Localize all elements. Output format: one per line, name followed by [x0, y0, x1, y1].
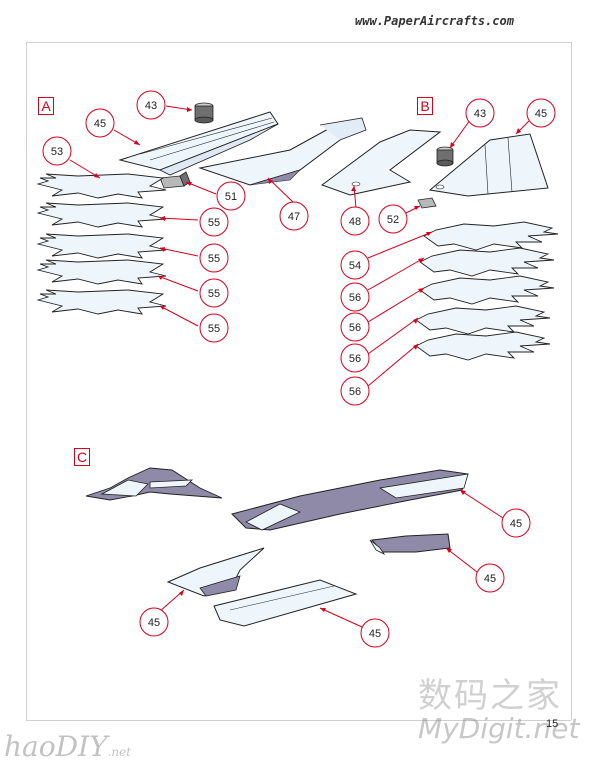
section-label-b: B: [417, 97, 433, 115]
feather-56-2: [419, 275, 555, 305]
callout-55-2: 55: [208, 253, 220, 265]
leader-lines-b: [367, 119, 531, 387]
callout-45-b: 45: [535, 108, 547, 120]
callout-56-1: 56: [349, 292, 361, 304]
callout-circles-c: [139, 508, 531, 648]
callout-55-3: 55: [208, 288, 220, 300]
leader-arrows-c: [179, 490, 466, 612]
leader-arrows-b: [413, 128, 521, 350]
feather-56-4: [415, 331, 551, 361]
watermark-haodiy-suffix: .net: [107, 745, 132, 759]
watermark-chinese: 数码之家: [418, 676, 562, 716]
part-45-flat-plate-c: [213, 579, 358, 627]
callout-54: 54: [349, 260, 361, 272]
part-45-wing-a: [118, 111, 279, 176]
section-label-c: C: [74, 448, 90, 466]
callout-45-a: 45: [94, 118, 106, 130]
part-45-wing-c: [166, 547, 265, 597]
part-43-cylinder-a: [194, 102, 214, 124]
part-43-cylinder-b: [436, 146, 454, 167]
part-51-tab-a: [159, 171, 191, 189]
feather-55-1: [37, 202, 167, 228]
page-frame-left: [26, 42, 27, 720]
callout-circles-a: [42, 90, 370, 343]
callout-56-2: 56: [349, 322, 361, 334]
part-45-long-body-c: [231, 469, 469, 531]
feather-55-2: [37, 233, 167, 259]
feather-56-3: [415, 305, 551, 335]
part-45-small-piece-c: [369, 533, 451, 556]
page-frame-right: [571, 42, 572, 720]
callout-56-3: 56: [349, 353, 361, 365]
callout-55-4: 55: [208, 323, 220, 335]
watermark-haodiy: haoDIY.net: [4, 730, 131, 763]
callout-55-1: 55: [208, 217, 220, 229]
page-frame-bottom: [26, 720, 571, 721]
callout-45-c-2: 45: [484, 573, 496, 585]
part-45-tail-b: [428, 133, 549, 197]
part-48-wing-a: [320, 129, 442, 196]
callout-51: 51: [225, 191, 237, 203]
part-52-tab-b: [417, 197, 437, 209]
callout-43-b: 43: [474, 108, 486, 120]
watermark-haodiy-text: haoDIY: [4, 730, 108, 763]
part-assembled-body-c: [85, 467, 223, 501]
feather-55-3: [37, 259, 167, 285]
page-number: 15: [546, 718, 559, 730]
feather-53: [37, 173, 167, 199]
feather-55-4: [37, 289, 167, 315]
feather-56-1: [419, 247, 555, 277]
feather-stack-a: [37, 173, 167, 315]
callout-52: 52: [387, 214, 399, 226]
callout-47: 47: [288, 211, 300, 223]
callout-circles-b: [340, 98, 556, 406]
callout-45-c-1: 45: [510, 518, 522, 530]
callout-48: 48: [349, 216, 361, 228]
callout-56-4: 56: [349, 386, 361, 398]
part-47-wing-a: [198, 117, 367, 186]
page-frame-top: [26, 42, 571, 43]
callout-45-c-4: 45: [369, 628, 381, 640]
feather-stack-b: [415, 221, 559, 361]
watermark-mydigit: MyDigit.net: [418, 712, 580, 745]
callout-53: 53: [51, 146, 63, 158]
callout-45-c-3: 45: [148, 617, 160, 629]
leader-arrows-a: [94, 107, 356, 310]
section-label-a: A: [38, 97, 54, 115]
website-url: www.PaperAircrafts.com: [355, 14, 514, 28]
callout-43-a: 43: [145, 100, 157, 112]
feather-54: [423, 221, 559, 251]
